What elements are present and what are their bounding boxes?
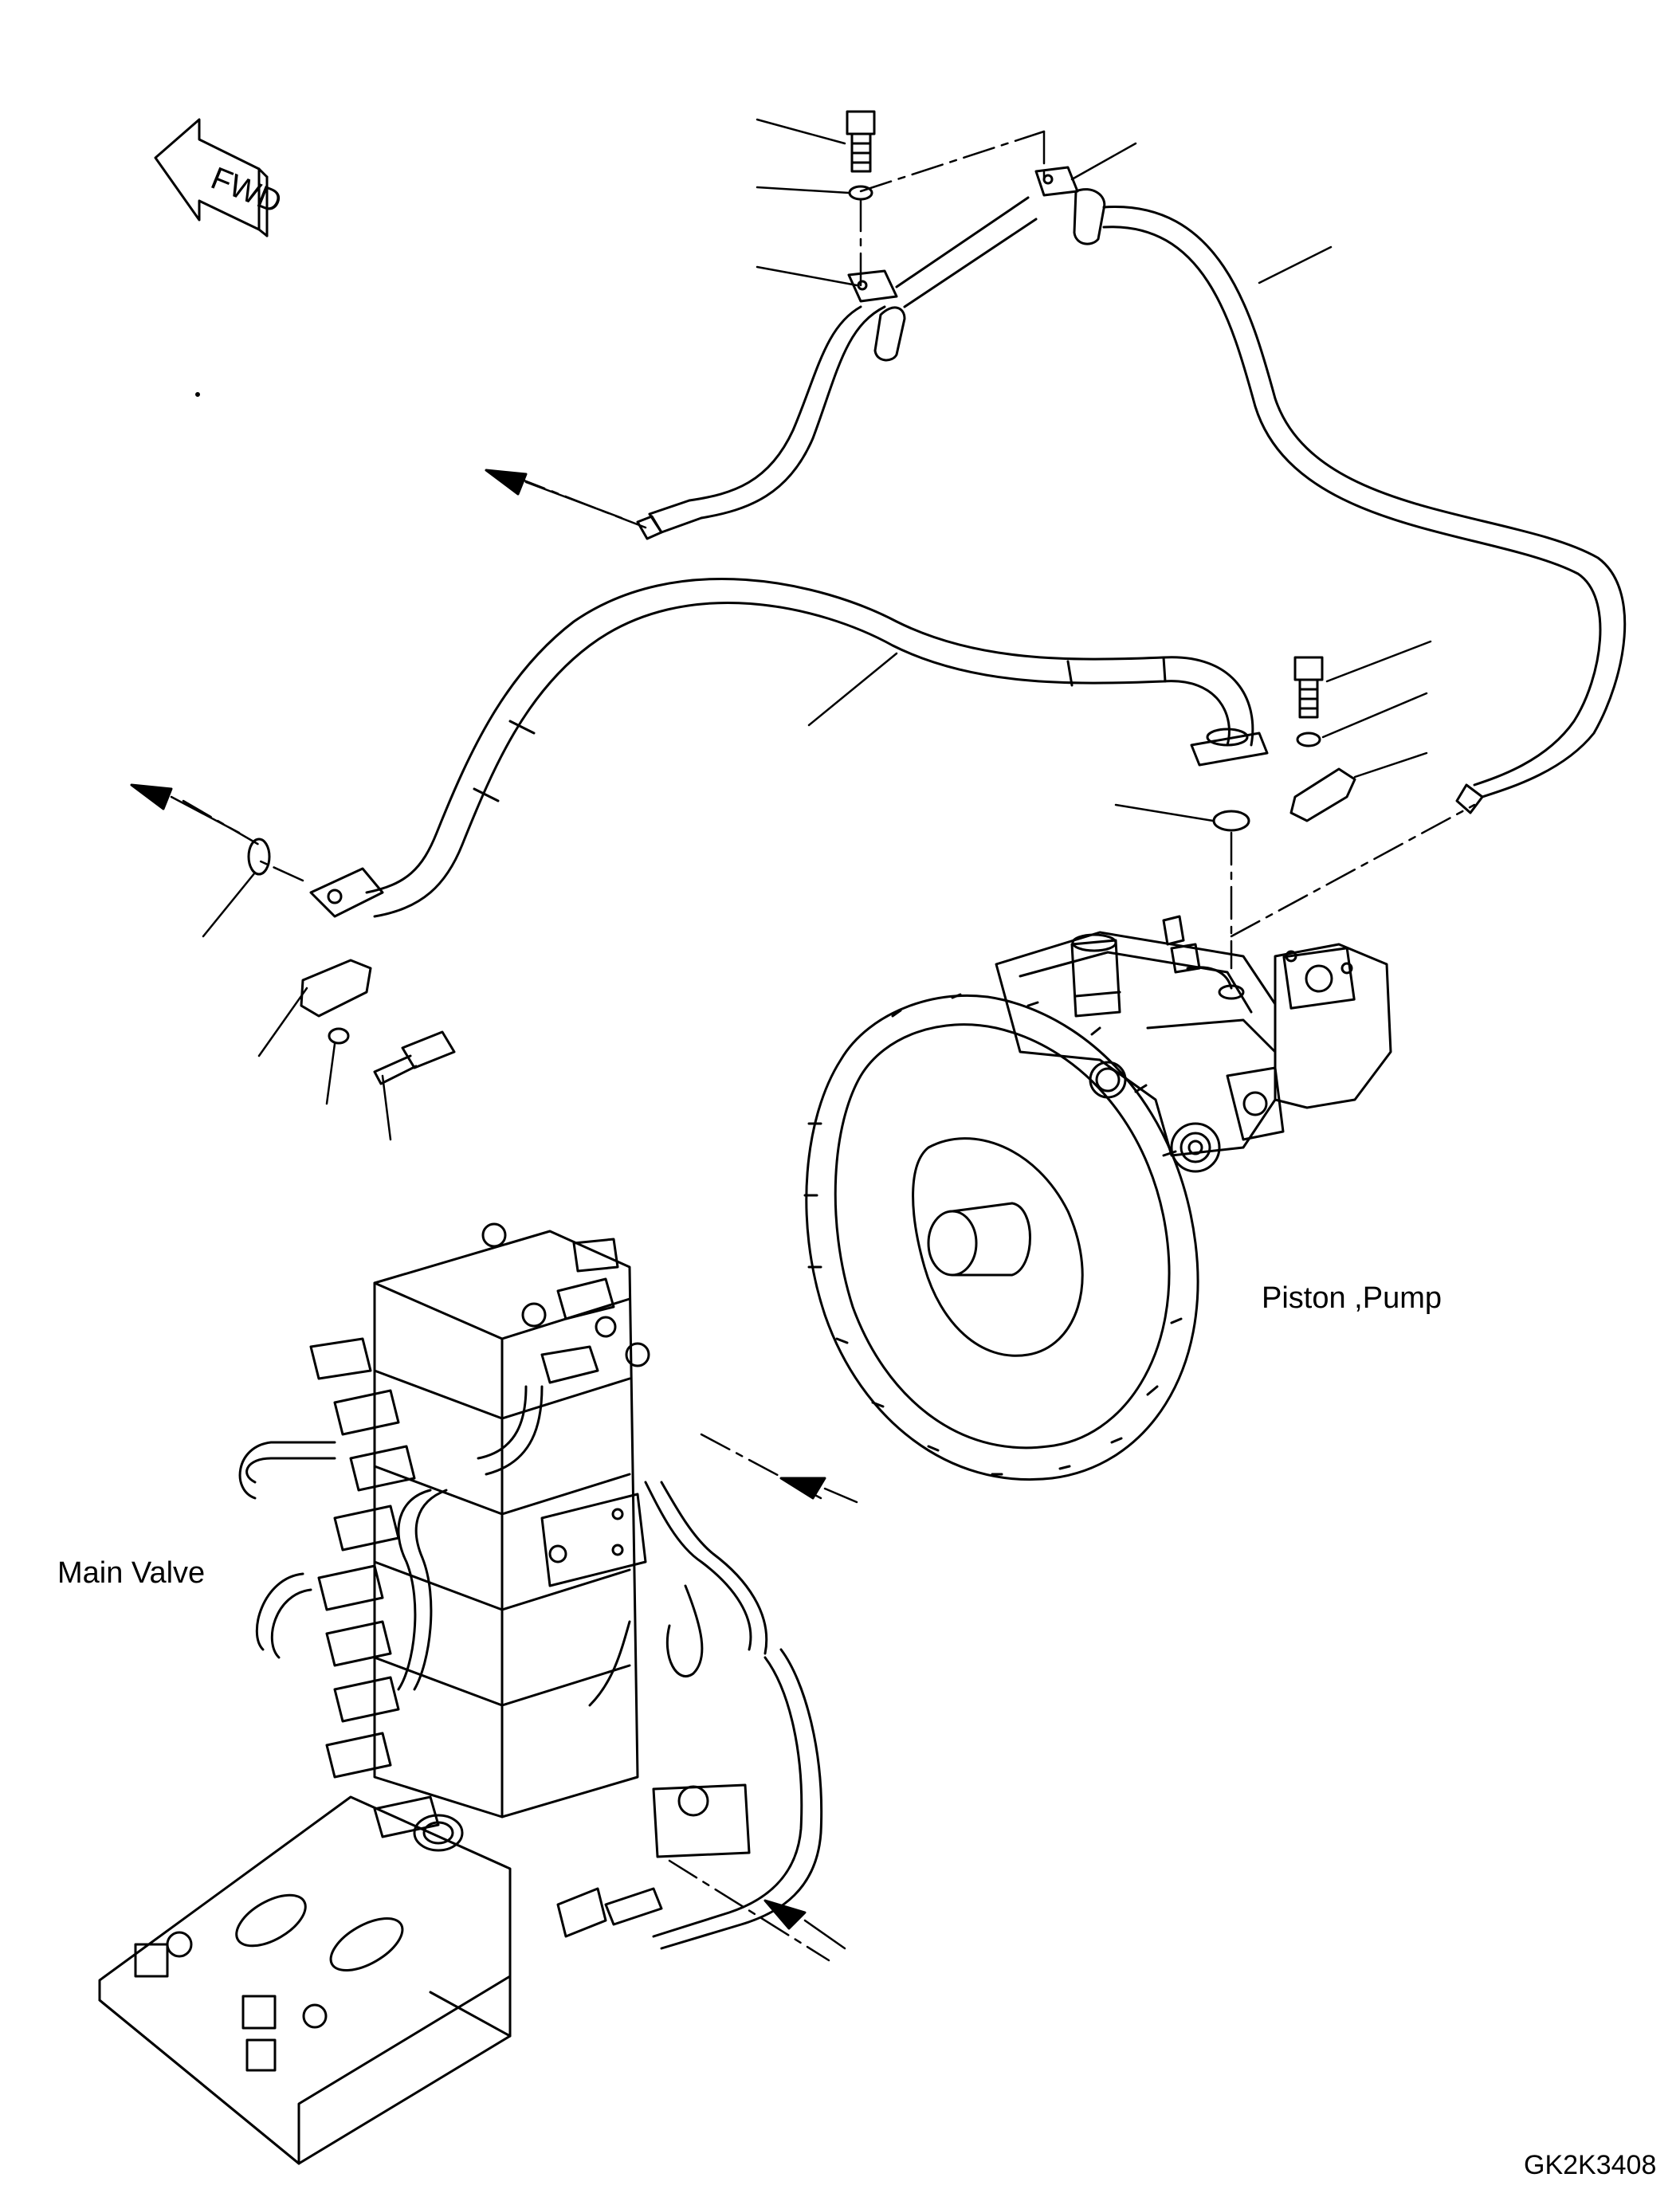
lower-hose — [309, 578, 1269, 918]
left-oring-icon — [247, 838, 271, 876]
arrow-lower-left-icon — [130, 783, 173, 810]
pump-bolts — [803, 993, 1183, 1476]
right-bolt-icon — [1293, 656, 1324, 719]
pump-oring-icon — [1212, 810, 1250, 832]
arrow-upper-left-icon — [485, 469, 528, 496]
fwd-label: FWD — [206, 161, 287, 221]
left-bolt-icon — [373, 1030, 456, 1085]
right-washer-icon — [1296, 732, 1321, 747]
left-washer-icon — [328, 1027, 350, 1045]
drawing-code: GK2K3408 — [1524, 2150, 1657, 2180]
valve-fittings — [309, 1222, 650, 1852]
arrow-valve-upper-icon — [779, 1477, 826, 1500]
main-valve — [98, 1222, 823, 2165]
right-split-flange-icon — [1289, 767, 1356, 822]
dash-lines — [182, 130, 1476, 1962]
upper-bolt-icon — [846, 110, 876, 173]
arrow-valve-lower-icon — [763, 1899, 807, 1930]
upper-hose — [636, 166, 1627, 814]
leader-lines — [202, 118, 1432, 1141]
fwd-arrow-icon: FWD — [154, 118, 287, 237]
arrows — [130, 469, 826, 1930]
main-valve-label: Main Valve — [57, 1556, 206, 1590]
piston-pump — [803, 915, 1392, 1481]
piston-pump-label: Piston ,Pump — [1262, 1281, 1442, 1315]
left-split-flange-icon — [300, 959, 372, 1018]
